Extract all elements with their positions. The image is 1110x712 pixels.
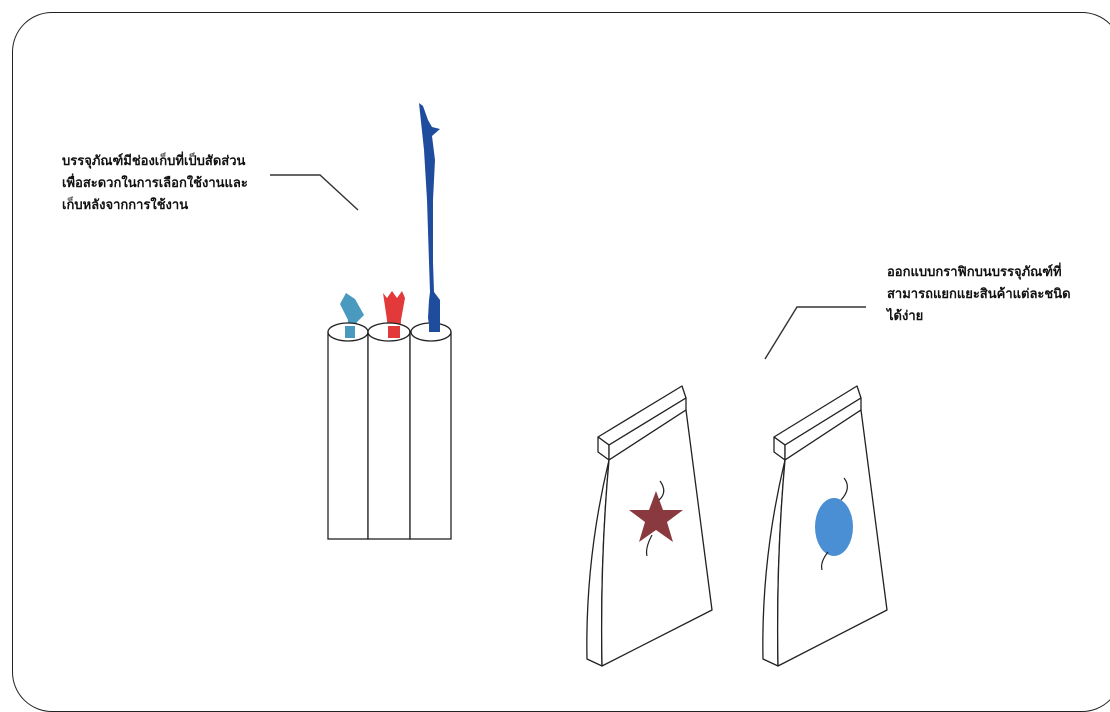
tube-3 — [410, 332, 451, 539]
right-leader-line — [765, 307, 866, 359]
note-line: สามารถแยกแยะสินค้าแต่ละชนิด — [887, 284, 1071, 306]
tube-holder — [328, 323, 451, 539]
left-leader-line — [270, 175, 358, 210]
note-line: ออกแบบกราฟิกบนบรรจุภัณฑ์ที่ — [887, 262, 1071, 284]
tube-2 — [368, 332, 410, 539]
note-line: บรรจุภัณฑ์มีช่องเก็บที่เป็บสัดส่วน — [62, 151, 248, 173]
note-line: ได้ง่าย — [887, 306, 1071, 328]
tube-1 — [328, 332, 368, 539]
note-line: เก็บหลังจากการใช้งาน — [62, 195, 248, 217]
note-line: เพื่อสะดวกในการเลือกใช้งานและ — [62, 173, 248, 195]
dark-blue-tool-icon — [419, 103, 440, 331]
circle-icon — [815, 498, 853, 556]
note-storage-compartments: บรรจุภัณฑ์มีช่องเก็บที่เป็บสัดส่วน เพื่อ… — [62, 151, 248, 217]
note-graphic-design: ออกแบบกราฟิกบนบรรจุภัณฑ์ที่ สามารถแยกแยะ… — [887, 262, 1071, 328]
